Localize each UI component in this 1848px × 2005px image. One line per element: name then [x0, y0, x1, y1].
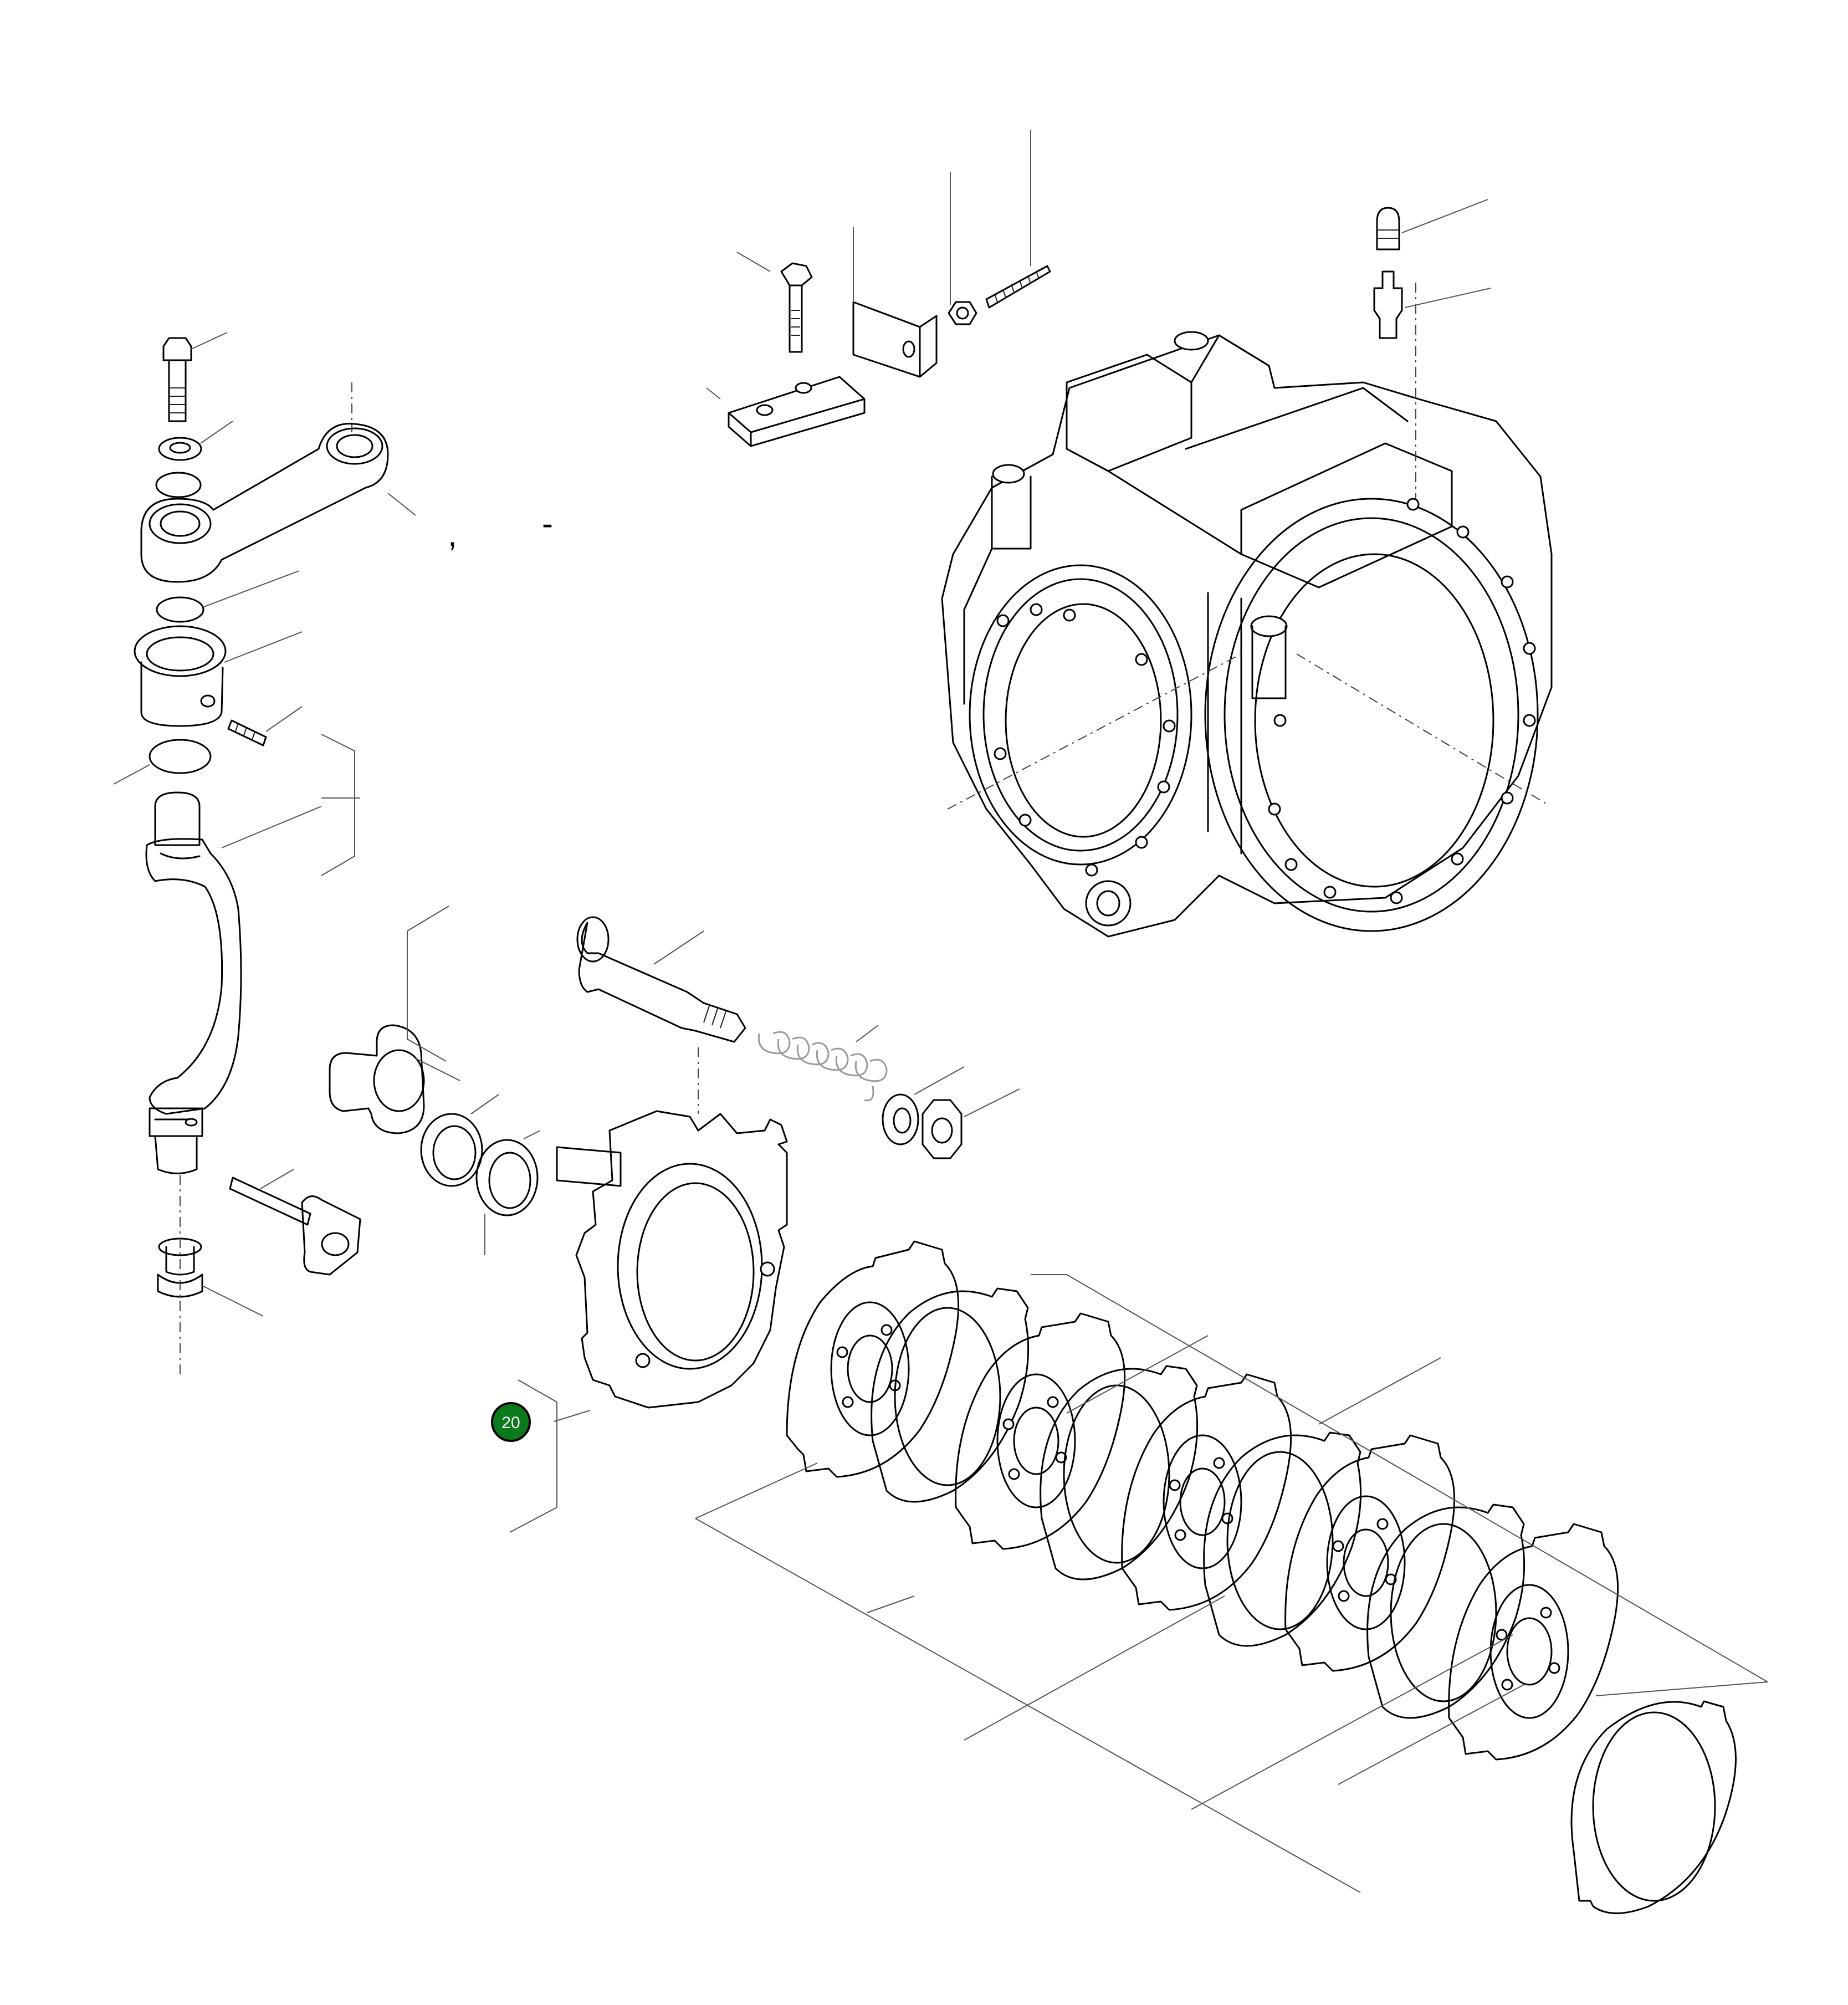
spring [757, 1025, 888, 1102]
axle-housing [941, 331, 1553, 938]
o-ring-middle [156, 570, 300, 623]
grease-cap [1376, 199, 1488, 250]
seal-ring-1 [420, 1094, 499, 1187]
friction-ring-3 [1203, 1431, 1362, 1647]
spring-washer [882, 1066, 965, 1145]
end-ring [1570, 1700, 1737, 1914]
reaction-plate [554, 1047, 788, 1422]
brake-disc-4 [1284, 1434, 1456, 1672]
housing-bolt-holes [994, 498, 1536, 904]
brake-disc-5 [1448, 1523, 1619, 1761]
shoe-pin [229, 1169, 361, 1276]
threaded-stud [985, 130, 1051, 309]
brake-disc-3 [1121, 1373, 1292, 1611]
housing-axis-lines [947, 283, 1547, 810]
brake-disc-2 [955, 1312, 1126, 1550]
piston [329, 906, 460, 1134]
brake-disc-1 [786, 1240, 960, 1478]
steering-arm [140, 382, 416, 583]
callout-bracket [509, 1379, 557, 1533]
top-nut [948, 172, 977, 325]
disc-stack [695, 1240, 1768, 1914]
pivot-pin [576, 916, 746, 1043]
grease-nipple [1373, 270, 1491, 339]
disc-stack-leader-lines [695, 1274, 1768, 1893]
top-plate-bolt [736, 252, 813, 353]
callout-label[interactable]: 20 [501, 1414, 520, 1432]
set-screw [227, 706, 303, 746]
callout-badge[interactable]: 20 [491, 1402, 531, 1442]
steering-knuckle-pin [145, 734, 360, 1174]
arm-washer [158, 421, 233, 461]
pin-plug [157, 1175, 264, 1374]
friction-ring-1 [871, 1287, 1030, 1503]
arm-bolt [162, 332, 228, 422]
upper-plate [852, 227, 938, 378]
o-ring-upper [155, 472, 202, 498]
o-ring-lower [113, 739, 212, 785]
seal-ring-2 [475, 1130, 541, 1255]
bushing [134, 625, 303, 727]
callout-circle[interactable] [491, 1402, 531, 1442]
comma-mark: , [448, 516, 457, 553]
hex-nut [922, 1088, 1020, 1159]
lower-plate [706, 376, 866, 447]
dash-mark: - [542, 505, 553, 542]
friction-ring-4 [1366, 1503, 1526, 1719]
